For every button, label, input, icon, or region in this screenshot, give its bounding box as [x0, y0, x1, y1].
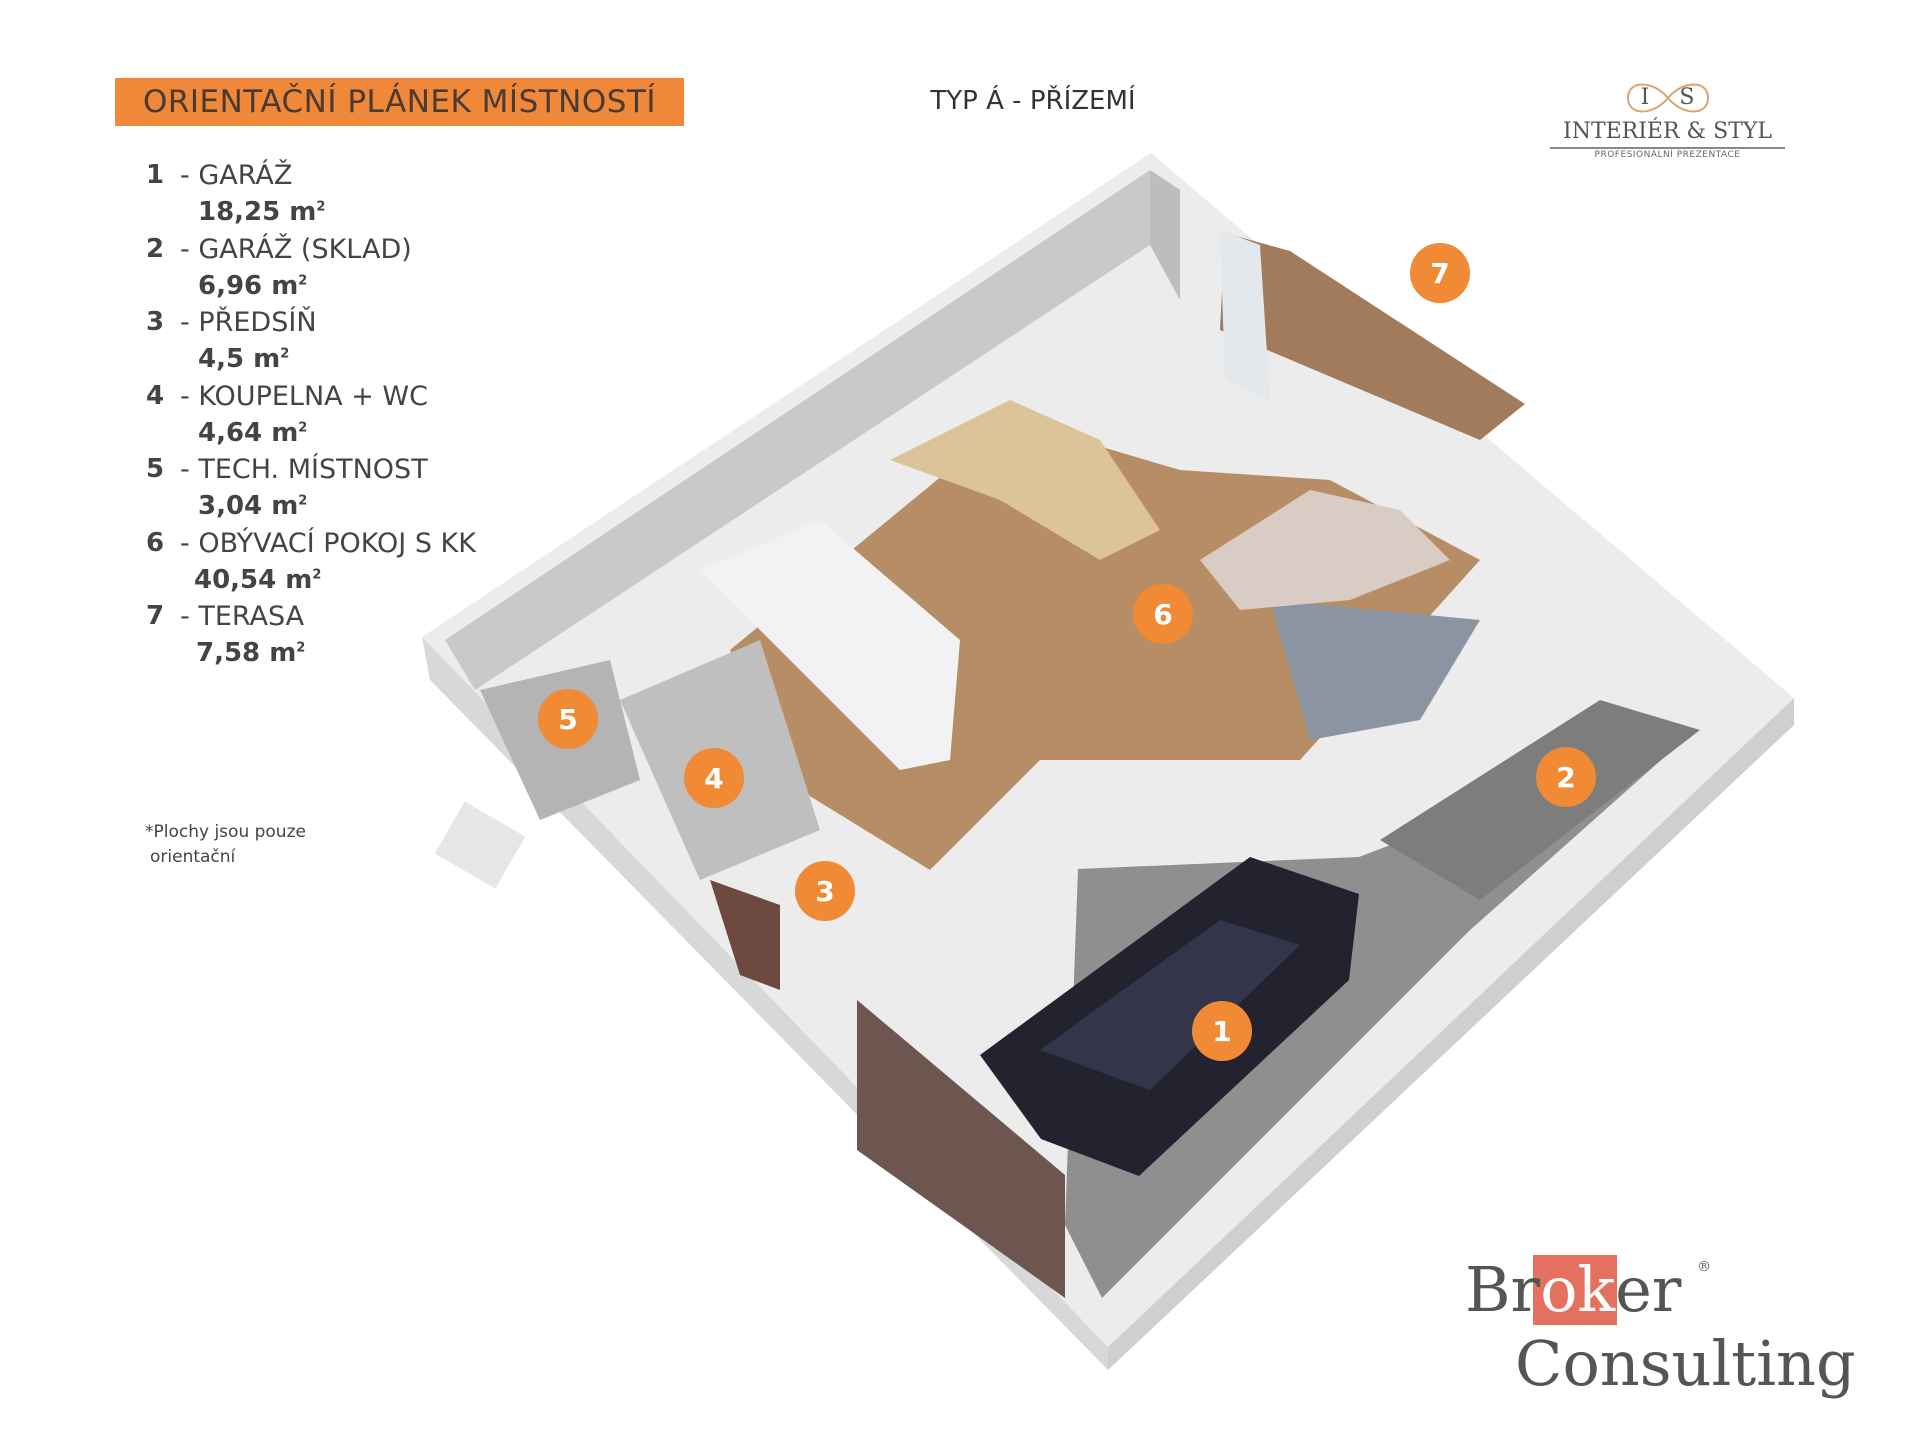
note-line: orientační [150, 847, 236, 867]
registered-mark: ® [1697, 1259, 1711, 1275]
kitchen-counter [890, 400, 1160, 560]
ac-unit [434, 801, 526, 889]
back-wall-face [445, 170, 1150, 690]
logo-tagline: PROFESIONÁLNÍ PREZENTACE [1594, 150, 1741, 160]
garage-door [857, 1000, 1065, 1298]
garage-floor [1065, 729, 1696, 1298]
room-number: 5 [146, 454, 165, 484]
room-number: 2 [146, 233, 165, 264]
room-area: 4,5 m2 [198, 344, 290, 374]
floor-type-title: TYP Á - PŘÍZEMÍ [930, 86, 1136, 116]
room-marker-1: 1 [1192, 1001, 1252, 1061]
room-name: - OBÝVACÍ POKOJ S KK [180, 527, 476, 559]
storage-floor [1380, 700, 1700, 900]
outer-wall-front-right [1108, 698, 1794, 1370]
room-marker-7: 7 [1410, 243, 1470, 303]
stairs [700, 520, 960, 770]
room-number: 1 [146, 160, 165, 190]
logo-broker-word: Broker [1465, 1253, 1682, 1326]
room-area: 4,64 m2 [198, 417, 308, 448]
room-name: - PŘEDSÍŇ [180, 307, 317, 338]
room-area: 40,54 m2 [194, 564, 322, 595]
room-name: - TECH. MÍSTNOST [180, 454, 428, 485]
room-marker-2: 2 [1536, 747, 1596, 807]
broker-consulting-logo: Broker ® Consulting [1465, 1255, 1915, 1405]
room-area: 3,04 m2 [198, 491, 308, 521]
room-number: 3 [146, 307, 165, 337]
logo-name: INTERIÉR & STYL [1550, 118, 1785, 149]
sofa [1200, 490, 1450, 610]
terrace-floor [1220, 233, 1525, 440]
car-roof [1040, 920, 1300, 1090]
area-note: *Plochy jsou pouze orientační [145, 820, 306, 870]
room-marker-5: 5 [538, 689, 598, 749]
room-name: - TERASA [180, 601, 305, 632]
room-area: 7,58 m2 [196, 638, 306, 668]
room-marker-6: 6 [1133, 584, 1193, 644]
room-number: 7 [146, 601, 165, 631]
right-back-wall-face [1150, 170, 1180, 300]
room-name: - GARÁŽ [180, 160, 293, 191]
terrace-windows [1220, 230, 1270, 400]
room-area: 6,96 m2 [198, 270, 308, 301]
room-number: 4 [146, 380, 165, 411]
room-number: 6 [146, 527, 165, 558]
room-area: 18,25 m2 [198, 197, 326, 227]
room-marker-3: 3 [795, 861, 855, 921]
logo-consulting-word: Consulting [1515, 1327, 1856, 1400]
note-line: *Plochy jsou pouze [145, 822, 306, 842]
room-name: - GARÁŽ (SKLAD) [180, 233, 412, 265]
logo-square [1533, 1255, 1617, 1325]
title-banner: ORIENTAČNÍ PLÁNEK MÍSTNOSTÍ [115, 78, 684, 126]
front-door [710, 880, 780, 990]
rug [1270, 600, 1480, 740]
room-marker-4: 4 [684, 748, 744, 808]
page-title: ORIENTAČNÍ PLÁNEK MÍSTNOSTÍ [142, 84, 657, 120]
room-name: - KOUPELNA + WC [180, 380, 428, 412]
